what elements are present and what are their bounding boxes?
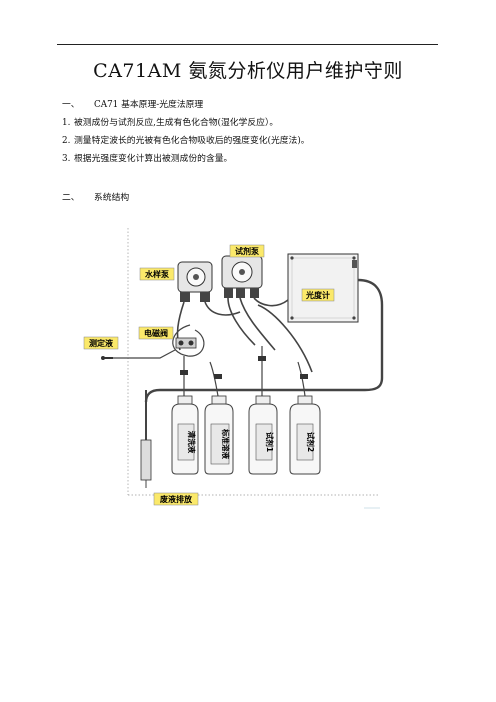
bottle-reagent-1 xyxy=(248,395,278,475)
list-item-2: 2. 测量特定波长的光被有色化合物吸收后的强度变化(光度法)。 xyxy=(62,136,442,148)
section-2-number: 二、 xyxy=(62,193,80,203)
label-sample-liquid: 测定液 xyxy=(89,338,113,348)
label-solenoid-valve: 电磁阀 xyxy=(144,328,168,338)
section-1-number: 一、 xyxy=(62,100,80,110)
reagent-pump xyxy=(221,255,263,298)
label-photometer: 光度计 xyxy=(305,290,330,300)
solenoid-valve xyxy=(175,337,197,349)
bottle-reagent-2 xyxy=(289,395,321,475)
label-reagent-pump: 试剂泵 xyxy=(235,246,259,256)
list-item-3: 3. 根据光强度变化计算出被测成份的含量。 xyxy=(62,154,442,166)
list-item-1: 1. 被测成份与试剂反应,生成有色化合物(湿化学反应）。 xyxy=(62,118,442,130)
list-item-text: 测量特定波长的光被有色化合物吸收后的强度变化(光度法)。 xyxy=(74,136,310,146)
waste-pipe xyxy=(140,390,152,488)
bottle-label-reagent-2: 试剂2 xyxy=(306,432,316,452)
list-item-text: 被测成份与试剂反应,生成有色化合物(湿化学反应）。 xyxy=(74,118,279,128)
sample-probe xyxy=(101,356,113,360)
section-2-heading: 二、 系统结构 xyxy=(62,193,262,205)
label-sample-pump: 水样泵 xyxy=(144,269,169,279)
page-title: CA71AM 氨氮分析仪用户维护守则 xyxy=(93,60,403,82)
sample-pump xyxy=(177,261,213,302)
section-1-heading: 一、 CA71 基本原理-光度法原理 xyxy=(62,100,362,112)
list-item-text: 根据光强度变化计算出被测成份的含量。 xyxy=(74,154,233,164)
photometer xyxy=(287,253,359,323)
bottle-label-standard: 标准溶液 xyxy=(221,428,231,459)
bottle-label-reagent-1: 试剂1 xyxy=(265,432,275,452)
header-rule xyxy=(57,44,438,45)
list-item-number: 2. xyxy=(62,136,71,146)
section-1-text: CA71 基本原理-光度法原理 xyxy=(94,100,204,110)
bottle-standard xyxy=(204,395,234,475)
bottle-label-cleaning: 清洗液 xyxy=(187,431,197,454)
label-waste: 废液排放 xyxy=(160,494,193,504)
bottle-cleaning xyxy=(171,395,199,475)
section-2-text: 系统结构 xyxy=(94,193,130,203)
list-item-number: 1. xyxy=(62,118,71,128)
list-item-number: 3. xyxy=(62,154,71,164)
